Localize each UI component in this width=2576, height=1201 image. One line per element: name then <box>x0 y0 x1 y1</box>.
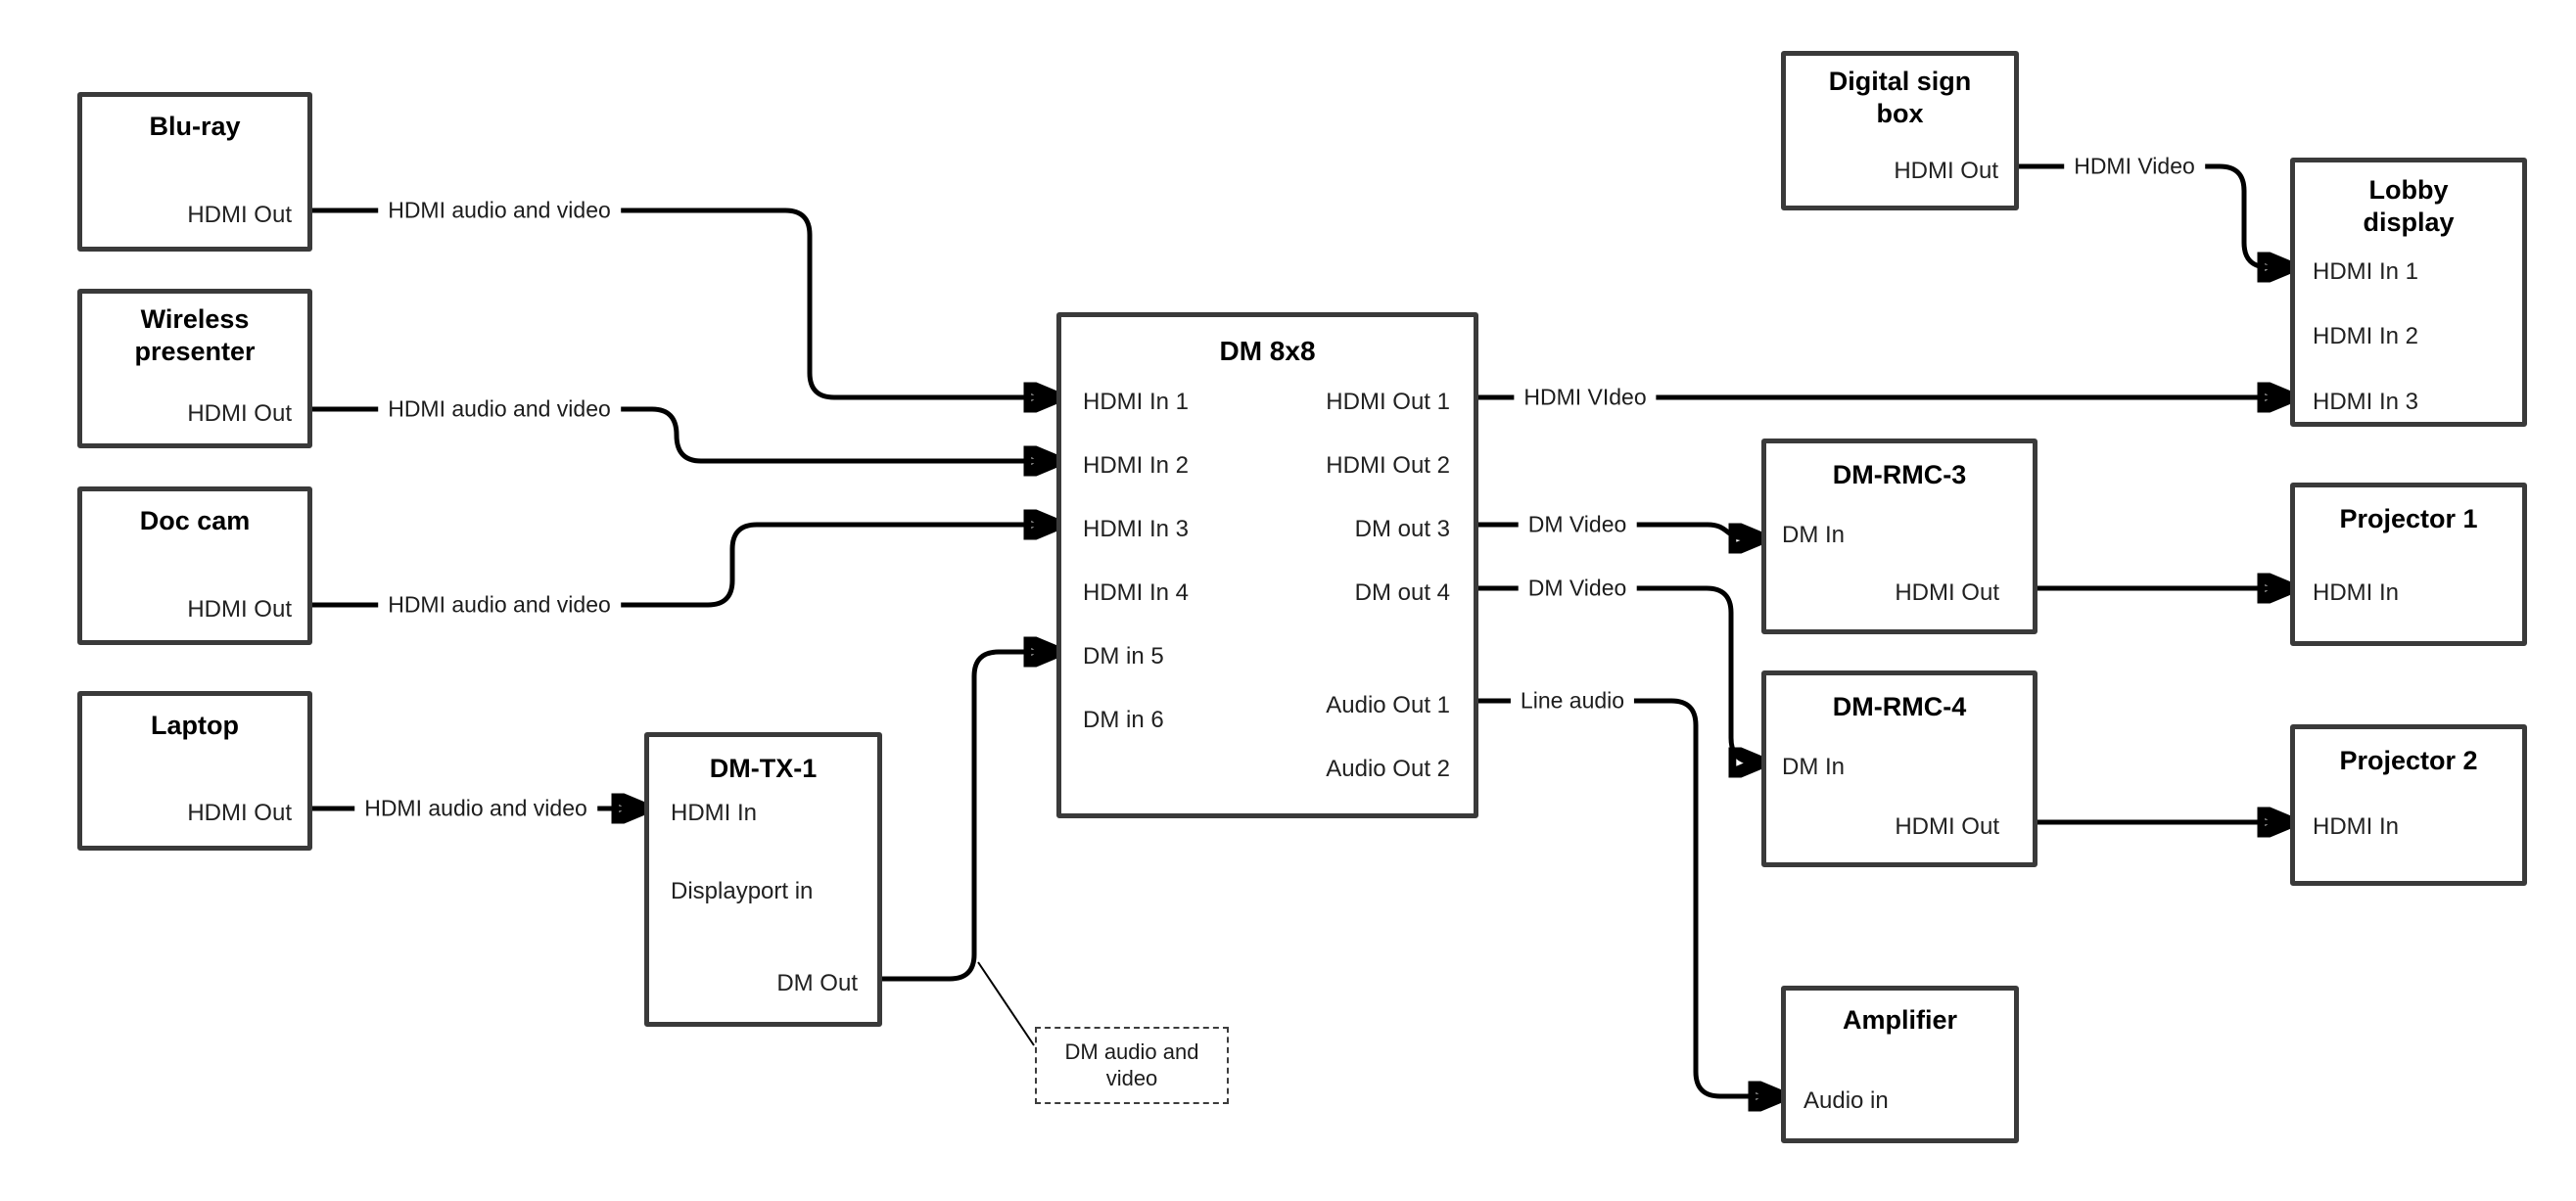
port-hdmi-in: HDMI In <box>2313 579 2400 606</box>
box-dm-rmc-4: DM-RMC-4 DM In HDMI Out <box>1761 670 2037 867</box>
port-hdmi-out-2: HDMI Out 2 <box>1326 452 1450 479</box>
port-hdmi-out: HDMI Out <box>187 202 292 228</box>
wire-wireless-to-dm8x8-hdmi-in2 <box>312 406 1056 461</box>
wire-label-hdmi-video-long: HDMI VIdeo <box>1514 383 1657 412</box>
port-hdmi-in-1: HDMI In 1 <box>1083 389 1190 415</box>
port-hdmi-in-1: HDMI In 1 <box>2313 258 2419 285</box>
box-title: DM-RMC-4 <box>1832 692 1967 721</box>
annotation-dm-audio-and-video: DM audio and video <box>1035 1027 1229 1104</box>
wire-label-dm-video-out3: DM Video <box>1518 510 1637 539</box>
box-blu-ray: Blu-ray HDMI Out <box>77 92 312 252</box>
port-dm-in-5: DM in 5 <box>1083 643 1164 670</box>
wire-signbox-to-lobby-in1 <box>2019 163 2290 267</box>
port-hdmi-out: HDMI Out <box>187 596 292 623</box>
port-hdmi-in-2: HDMI In 2 <box>2313 323 2419 349</box>
port-audio-out-2: Audio Out 2 <box>1326 756 1450 782</box>
box-projector-2: Projector 2 HDMI In <box>2290 724 2527 886</box>
box-title: DM-TX-1 <box>709 754 818 783</box>
port-dm-in: DM In <box>1782 522 1846 548</box>
annotation-text: DM audio and video <box>1064 1039 1199 1090</box>
box-title: DM 8x8 <box>1219 336 1316 366</box>
port-audio-out-1: Audio Out 1 <box>1326 692 1450 718</box>
box-digital-sign-box: Digital sign box HDMI Out <box>1781 51 2019 210</box>
port-hdmi-in-3: HDMI In 3 <box>1083 516 1190 542</box>
box-title: Wireless presenter <box>134 304 256 366</box>
port-hdmi-in: HDMI In <box>2313 813 2400 840</box>
wire-dm8x8-dm-out3-to-rmc3 <box>1478 522 1761 538</box>
port-hdmi-in-2: HDMI In 2 <box>1083 452 1190 479</box>
port-dm-in-6: DM in 6 <box>1083 707 1164 733</box>
port-displayport-in: Displayport in <box>671 878 814 904</box>
port-audio-in: Audio in <box>1803 1087 1889 1114</box>
port-dm-out-4: DM out 4 <box>1354 579 1450 606</box>
wire-label-hdmi-audio-video-laptop: HDMI audio and video <box>354 794 597 823</box>
port-hdmi-in-3: HDMI In 3 <box>2313 389 2419 415</box>
wire-label-hdmi-audio-video-bluray: HDMI audio and video <box>378 196 621 225</box>
wire-bluray-to-dm8x8-hdmi-in1 <box>312 208 1056 397</box>
wire-dmtx1-to-dm8x8-dm-in5 <box>882 652 1056 982</box>
box-laptop: Laptop HDMI Out <box>77 691 312 851</box>
box-title: Blu-ray <box>149 112 241 141</box>
wire-label-hdmi-audio-video-doccam: HDMI audio and video <box>378 590 621 620</box>
wire-label-line-audio: Line audio <box>1510 686 1635 716</box>
annotation-leader-line <box>977 961 1035 1046</box>
port-hdmi-out-1: HDMI Out 1 <box>1326 389 1450 415</box>
wire-doccam-to-dm8x8-hdmi-in3 <box>312 525 1056 608</box>
box-title: Projector 1 <box>2339 504 2478 533</box>
port-dm-out-3: DM out 3 <box>1354 516 1450 542</box>
box-title: Digital sign box <box>1828 67 1972 128</box>
port-hdmi-out: HDMI Out <box>1895 813 1999 840</box>
box-wireless-presenter: Wireless presenter HDMI Out <box>77 289 312 448</box>
port-hdmi-out: HDMI Out <box>187 800 292 826</box>
wire-label-hdmi-audio-video-wireless: HDMI audio and video <box>378 394 621 424</box>
box-title: Doc cam <box>139 506 251 535</box>
box-doc-cam: Doc cam HDMI Out <box>77 486 312 645</box>
port-hdmi-out: HDMI Out <box>1895 579 1999 606</box>
box-title: Amplifier <box>1842 1005 1958 1035</box>
box-dm-rmc-3: DM-RMC-3 DM In HDMI Out <box>1761 439 2037 634</box>
box-title: Projector 2 <box>2339 746 2478 775</box>
box-projector-1: Projector 1 HDMI In <box>2290 483 2527 646</box>
port-hdmi-out: HDMI Out <box>1894 158 1998 184</box>
port-dm-out: DM Out <box>776 970 858 996</box>
box-dm-8x8: DM 8x8 HDMI In 1 HDMI In 2 HDMI In 3 HDM… <box>1056 312 1478 818</box>
box-title: Lobby display <box>2363 175 2455 237</box>
port-hdmi-in: HDMI In <box>671 800 758 826</box>
wire-label-hdmi-video-sign: HDMI Video <box>2064 152 2205 181</box>
box-title: DM-RMC-3 <box>1832 460 1967 489</box>
port-dm-in: DM In <box>1782 754 1846 780</box>
wire-label-dm-video-out4: DM Video <box>1518 574 1637 603</box>
box-lobby-display: Lobby display HDMI In 1 HDMI In 2 HDMI I… <box>2290 158 2527 427</box>
port-hdmi-in-4: HDMI In 4 <box>1083 579 1190 606</box>
port-hdmi-out: HDMI Out <box>187 400 292 427</box>
wire-dm8x8-audio-out1-to-amplifier <box>1478 698 1781 1096</box>
box-title: Laptop <box>151 711 239 740</box>
box-dm-tx-1: DM-TX-1 HDMI In Displayport in DM Out <box>644 732 882 1027</box>
wire-dm8x8-dm-out4-to-rmc4 <box>1478 585 1761 762</box>
box-amplifier: Amplifier Audio in <box>1781 986 2019 1143</box>
